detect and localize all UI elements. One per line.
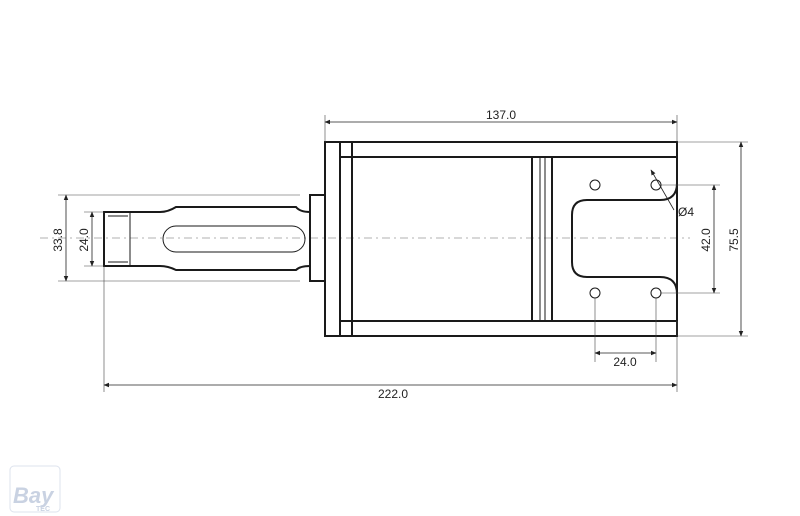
extension-lines xyxy=(58,115,748,392)
dim-overall-length: 222.0 xyxy=(378,387,408,401)
dim-hole-diameter: Ø4 xyxy=(678,205,694,219)
logo-text: Bay xyxy=(13,483,55,508)
mount-hole-icon xyxy=(650,287,662,299)
dim-plate-height: 75.5 xyxy=(727,228,741,252)
dimension-lines xyxy=(63,119,744,388)
dim-slot-hole-spacing: 42.0 xyxy=(699,228,713,252)
dim-shaft-inner: 24.0 xyxy=(77,228,91,252)
dim-body-length: 137.0 xyxy=(486,108,516,122)
mounting-plate xyxy=(552,156,678,322)
mount-hole-icon xyxy=(589,179,601,191)
mount-hole-icon xyxy=(589,287,601,299)
flange xyxy=(309,194,326,282)
dim-shaft-diameter: 33.8 xyxy=(51,228,65,252)
logo-sub: TEC xyxy=(36,506,50,513)
baytec-logo: Bay TEC xyxy=(9,465,61,513)
shaft xyxy=(103,206,311,271)
dim-hole-pitch: 24.0 xyxy=(613,355,637,369)
motor-body xyxy=(324,141,678,337)
